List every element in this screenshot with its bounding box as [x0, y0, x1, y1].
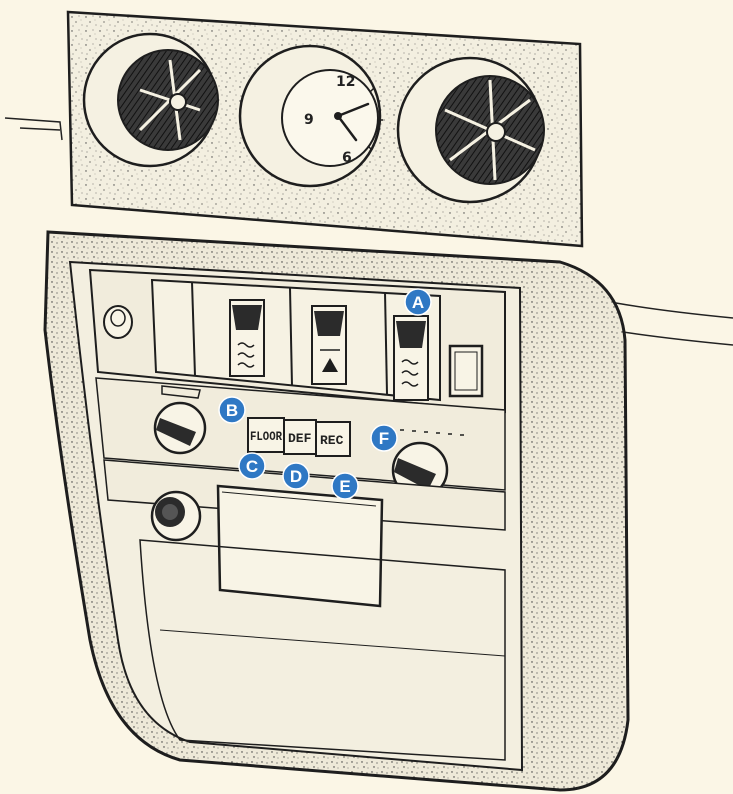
clock-numeral-12: 12 — [336, 74, 355, 90]
callout-d: D — [283, 463, 309, 489]
callout-c-letter: C — [246, 457, 258, 476]
right-air-vent — [398, 58, 544, 202]
rec-button-label: REC — [320, 433, 344, 448]
rocker-switch-2[interactable] — [312, 306, 346, 384]
analog-clock: 12 9 6 — [240, 46, 383, 186]
callout-e: E — [332, 473, 358, 499]
clock-numeral-6: 6 — [342, 150, 352, 166]
callout-f: F — [371, 425, 397, 451]
callout-b-letter: B — [226, 401, 238, 420]
floor-button-label: FLOOR — [250, 429, 282, 444]
rocker-switch-1[interactable] — [230, 300, 264, 376]
rec-button[interactable]: REC — [316, 422, 350, 456]
rocker-switch-3[interactable] — [394, 316, 428, 400]
callout-a: A — [405, 289, 431, 315]
def-button[interactable]: DEF — [284, 420, 316, 454]
callout-e-letter: E — [339, 477, 350, 496]
panel-light-knob[interactable] — [104, 306, 132, 338]
callout-a-letter: A — [412, 293, 424, 312]
def-button-label: DEF — [288, 431, 312, 446]
storage-compartment[interactable] — [218, 486, 382, 606]
callout-c: C — [239, 453, 265, 479]
callout-f-letter: F — [379, 429, 389, 448]
callout-b: B — [219, 397, 245, 423]
left-air-vent — [84, 34, 218, 166]
floor-button[interactable]: FLOOR — [248, 418, 284, 452]
callout-d-letter: D — [290, 467, 302, 486]
hazard-button[interactable] — [450, 346, 482, 396]
clock-numeral-9: 9 — [304, 112, 314, 128]
cigarette-lighter[interactable] — [152, 492, 200, 540]
